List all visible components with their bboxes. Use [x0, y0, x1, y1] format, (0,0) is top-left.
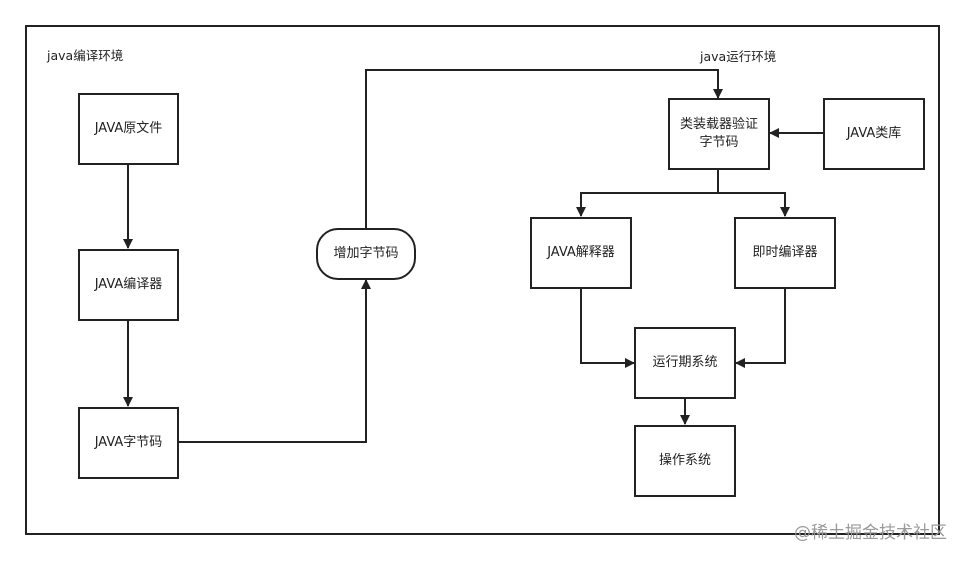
node-java-source: JAVA原文件: [78, 93, 179, 165]
diagram-frame: [25, 25, 940, 535]
node-enhance-bytecode: 增加字节码: [316, 228, 416, 280]
watermark: @稀土掘金技术社区: [794, 523, 947, 543]
edge-jit-to-runtime: [735, 288, 786, 368]
node-runtime-system: 运行期系统: [634, 327, 736, 399]
node-java-interpreter: JAVA解释器: [530, 217, 632, 289]
edge-bytecode-to-enhance: [179, 279, 371, 443]
runtime-env-label: java运行环境: [700, 49, 777, 64]
node-java-compiler: JAVA编译器: [78, 249, 179, 321]
edge-enhance-to-loader: [365, 69, 723, 228]
node-java-bytecode: JAVA字节码: [78, 407, 179, 479]
node-class-loader: 类装载器验证 字节码: [668, 98, 770, 170]
edge-interpreter-to-runtime: [580, 288, 635, 368]
edge-loader-to-interpreter: [576, 169, 719, 217]
edge-loader-to-jit: [718, 192, 790, 217]
compile-env-label: java编译环境: [47, 48, 124, 63]
node-jit-compiler: 即时编译器: [734, 217, 836, 289]
node-os: 操作系统: [634, 425, 736, 497]
node-java-lib: JAVA类库: [823, 98, 925, 170]
